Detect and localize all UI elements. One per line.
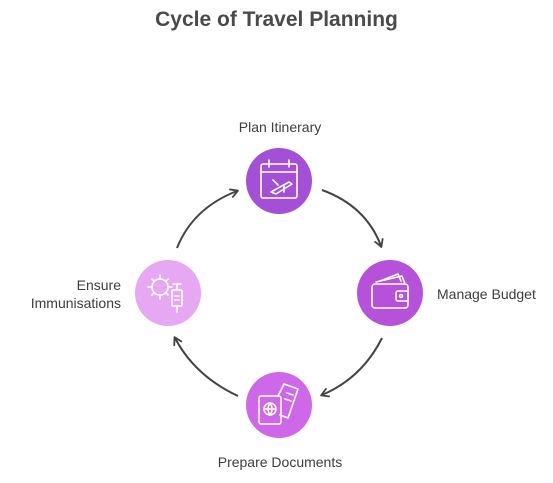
wallet-icon: [371, 273, 409, 309]
label-plan-itinerary: Plan Itinerary: [238, 119, 322, 135]
arrow-itinerary-to-budget: [321, 189, 384, 248]
label-ensure-immunisations: Ensure Immunisations: [10, 276, 121, 312]
node-ensure-immunisations: [135, 260, 201, 326]
calendar-plane-icon: [260, 159, 298, 199]
virus-vaccine-icon: [147, 274, 183, 313]
arrow-immunisations-to-itinerary: [176, 188, 239, 249]
label-prepare-documents: Prepare Documents: [217, 454, 343, 470]
diagram-title: Cycle of Travel Planning: [155, 8, 398, 31]
node-manage-budget: [357, 260, 423, 326]
arrow-documents-to-immunisations: [173, 336, 239, 397]
label-ensure-line1: Ensure: [76, 277, 121, 293]
passport-ticket-icon: [258, 383, 299, 425]
arrow-budget-to-documents: [320, 337, 383, 398]
label-manage-budget: Manage Budget: [437, 286, 536, 302]
label-ensure-line2: Immunisations: [30, 295, 121, 311]
node-plan-itinerary: [246, 148, 312, 214]
node-prepare-documents: [246, 372, 312, 438]
